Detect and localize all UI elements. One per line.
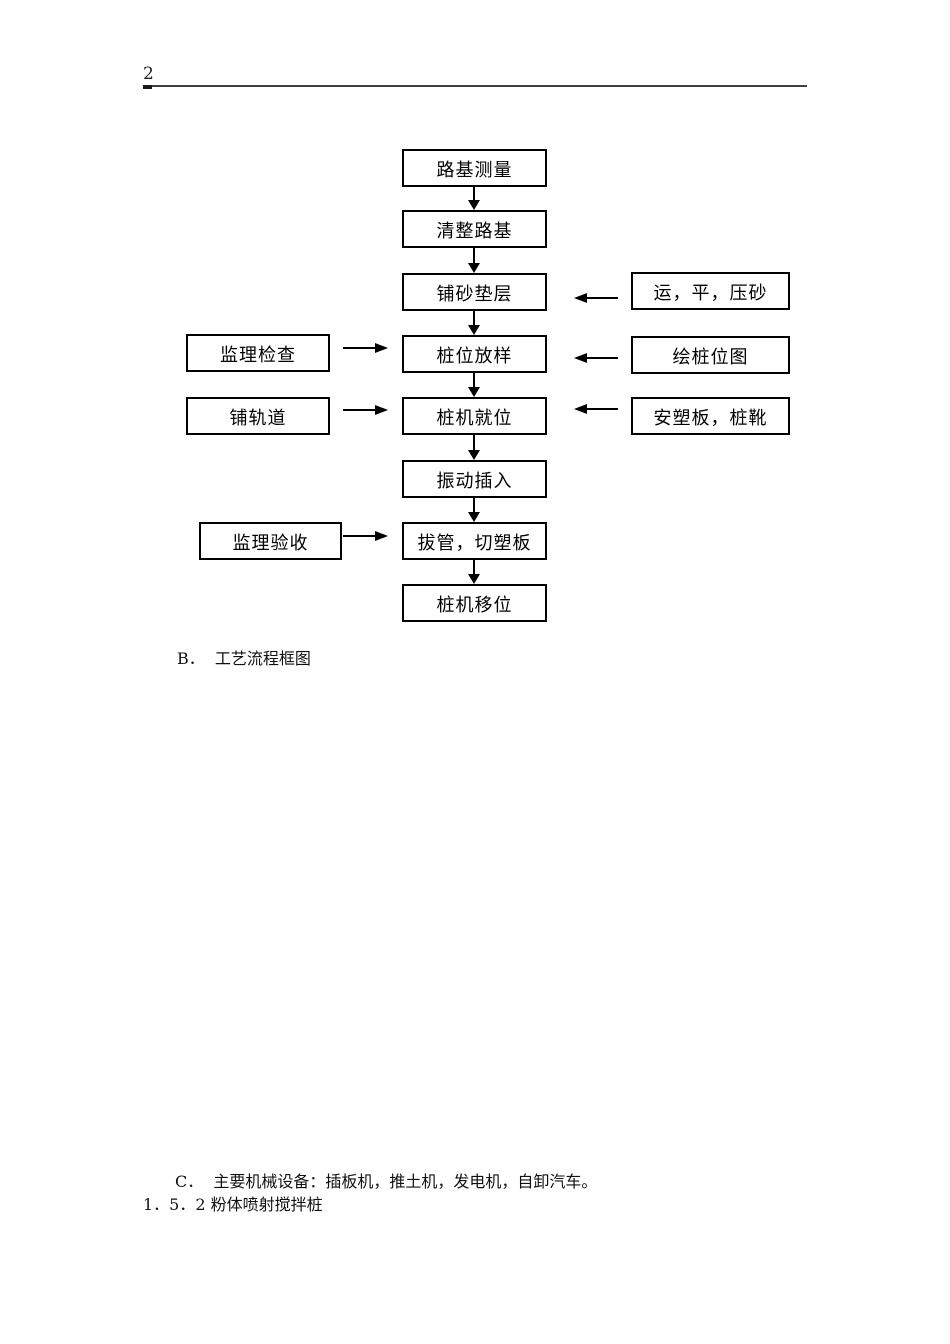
flow-step-roadbed-survey: 路基测量 (402, 149, 547, 187)
flow-step-sand-cushion: 铺砂垫层 (402, 273, 547, 311)
right-arrow-icon (343, 343, 388, 353)
left-arrow-icon (574, 353, 618, 363)
flow-annotation-supervision-check: 监理检查 (186, 334, 330, 372)
left-arrow-icon (574, 293, 618, 303)
flow-annotation-supervision-acceptance: 监理验收 (199, 522, 342, 560)
flow-annotation-lay-track: 铺轨道 (186, 397, 330, 435)
section-heading-1-5-2: 1．5．2 粉体喷射搅拌桩 (143, 1195, 323, 1214)
caption-process-flow-diagram: B． 工艺流程框图 (177, 649, 311, 668)
header-rule (143, 85, 807, 87)
right-arrow-icon (343, 531, 388, 541)
flow-step-rig-relocate: 桩机移位 (402, 584, 547, 622)
paragraph-main-equipment: C． 主要机械设备：插板机，推土机，发电机，自卸汽车。 (175, 1172, 598, 1191)
down-arrow-icon (468, 248, 480, 273)
flow-annotation-draw-pile-map: 绘桩位图 (631, 336, 790, 374)
flow-step-clean-roadbed: 清整路基 (402, 210, 547, 248)
down-arrow-icon (468, 187, 480, 210)
flow-annotation-install-board-pile-shoe: 安塑板，桩靴 (631, 397, 790, 435)
right-arrow-icon (343, 405, 388, 415)
page-number: 2 (143, 64, 154, 84)
header-rule-stub (143, 85, 152, 89)
down-arrow-icon (468, 560, 480, 584)
down-arrow-icon (468, 498, 480, 522)
flow-step-pile-layout: 桩位放样 (402, 335, 547, 373)
down-arrow-icon (468, 373, 480, 397)
left-arrow-icon (574, 404, 618, 414)
down-arrow-icon (468, 311, 480, 335)
flow-step-pull-pipe-cut-board: 拔管，切塑板 (402, 522, 547, 560)
flow-step-rig-in-place: 桩机就位 (402, 397, 547, 435)
down-arrow-icon (468, 435, 480, 460)
flow-annotation-haul-level-press-sand: 运，平，压砂 (631, 272, 790, 310)
flow-step-vibration-insert: 振动插入 (402, 460, 547, 498)
